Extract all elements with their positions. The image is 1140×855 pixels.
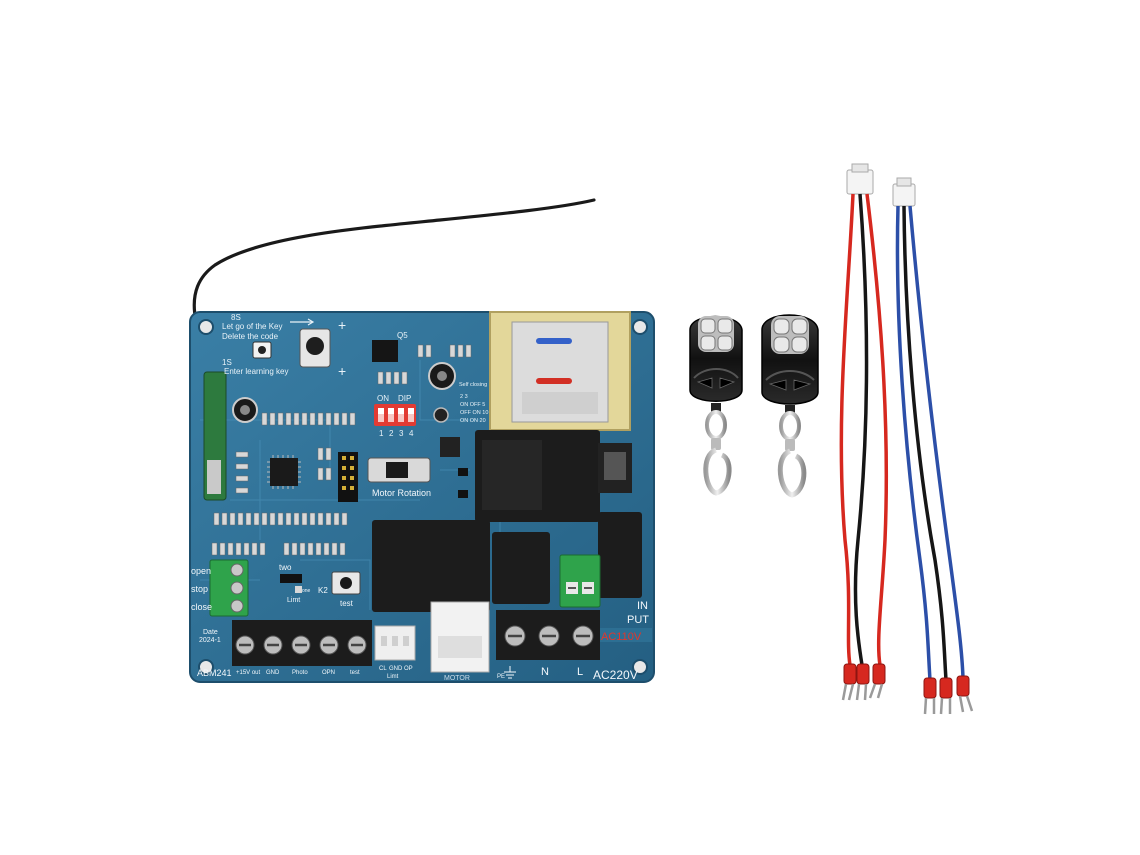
self-closing-row-2: ON OFF 5 [460, 402, 485, 408]
relay-mid [492, 532, 550, 604]
motor-rotation-label: Motor Rotation [372, 488, 431, 498]
chip-q5 [372, 340, 398, 362]
model-number: ABM241 [197, 668, 232, 678]
wire-1-connector [846, 169, 874, 195]
date-value: 2024-1 [199, 637, 221, 644]
self-closing-row-1: 2 3 [460, 394, 468, 400]
power-l: L [577, 666, 583, 678]
relay-large-left [372, 520, 490, 612]
left-label-open: open [191, 566, 211, 576]
k2-label: K2 [318, 586, 328, 595]
svg-text:+: + [338, 317, 346, 333]
limit-label: Limt [287, 597, 300, 604]
relay-right [598, 512, 642, 598]
control-board: 8S Let go of the Key Delete the code 1S … [189, 311, 655, 683]
power-pe: PE [497, 674, 505, 680]
left-label-stop: stop [191, 584, 208, 594]
limit-connector-label: Limt [387, 674, 399, 680]
limit-cl: CL [379, 666, 387, 672]
left-label-close: close [191, 602, 212, 612]
chip-q5-label: Q5 [397, 331, 408, 340]
terminal-block-power [496, 610, 600, 660]
terminal-photo: Photo [292, 670, 308, 676]
antenna-wire [192, 198, 596, 376]
self-closing-title: Self closing [459, 382, 487, 388]
terminal-test: test [350, 670, 360, 676]
power-rating-red: AC110V [601, 631, 642, 643]
limit-jumper [280, 574, 302, 583]
remote-control-2 [761, 314, 819, 498]
silk-release-key: Let go of the Key [222, 322, 283, 331]
limit-one-label: one [302, 588, 311, 594]
wire-harness-blue-black [892, 177, 974, 715]
silk-delete-code: Delete the code [222, 332, 279, 341]
green-terminal-left [209, 559, 249, 617]
pin-header [338, 452, 358, 502]
motor-connector-label: MOTOR [444, 675, 470, 682]
microcontroller-chip [270, 458, 298, 486]
silk-learning-key: Enter learning key [224, 367, 288, 376]
remote-1-buttons [700, 318, 733, 351]
input-label-2: PUT [627, 614, 649, 626]
terminal-opn: OPN [322, 670, 335, 676]
silk-1s: 1S [222, 358, 232, 367]
power-rating: AC220V [593, 668, 638, 682]
wire-harness-red-black [839, 163, 889, 701]
dip-switch [374, 404, 416, 426]
transformer [489, 311, 631, 431]
date-label: Date [203, 629, 218, 636]
dip-num-3: 3 [399, 429, 404, 438]
dip-on-label: ON [377, 394, 389, 403]
green-terminal-mid [559, 554, 601, 608]
self-closing-row-3: OFF ON 10 [460, 410, 488, 416]
limit-op: OP [404, 666, 413, 672]
power-n: N [541, 666, 549, 678]
silk-8s: 8S [231, 313, 241, 322]
wire-2-connector [892, 183, 916, 207]
remote-control-1 [689, 315, 743, 496]
dip-num-4: 4 [409, 429, 414, 438]
self-closing-row-4: ON ON 20 [460, 418, 486, 424]
dip-label: DIP [398, 394, 411, 403]
terminal-15v: +15V out [236, 670, 261, 676]
limit-two-label: two [279, 563, 292, 572]
terminal-block-signals [232, 620, 372, 666]
terminal-gnd: GND [266, 670, 280, 676]
svg-text:+: + [338, 363, 346, 379]
limit-gnd: GND [389, 666, 403, 672]
input-label-1: IN [637, 600, 648, 612]
capacitor-small [433, 407, 449, 423]
test-button-label: test [340, 599, 354, 608]
dip-num-2: 2 [389, 429, 394, 438]
dip-num-1: 1 [379, 429, 384, 438]
remote-2-buttons [773, 318, 808, 353]
